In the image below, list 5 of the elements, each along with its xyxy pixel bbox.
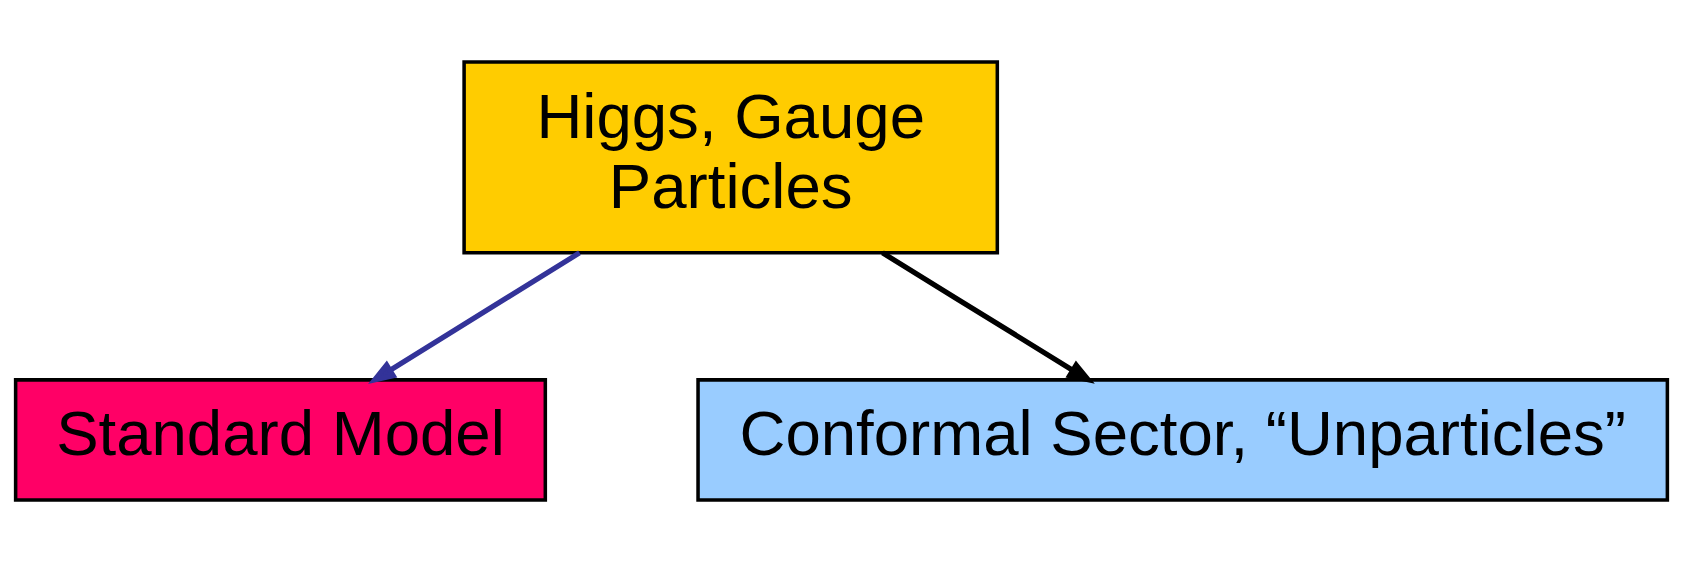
arrow xyxy=(881,250,1095,384)
node-box: Conformal Sector, “Unparticles” xyxy=(696,377,1670,502)
node-box: Higgs, Gauge Particles xyxy=(462,59,1000,254)
node-box: Standard Model xyxy=(13,377,548,502)
arrow xyxy=(368,250,581,384)
